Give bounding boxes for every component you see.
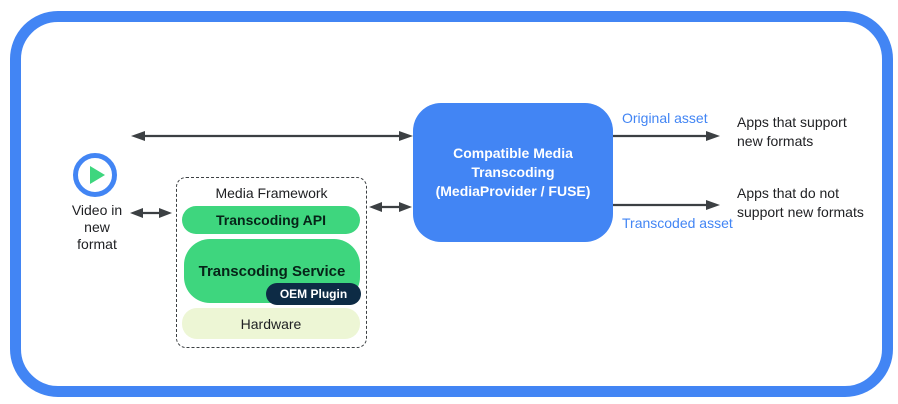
play-triangle-icon [89,166,105,184]
diagram-border-frame [10,11,893,397]
apps-no-support-label: Apps that do not support new formats [737,185,864,220]
apps-support-label: Apps that support new formats [737,114,847,149]
hardware-pill: Hardware [182,308,360,339]
video-source-label: Video in new format [71,202,123,252]
transcoding-api-pill: Transcoding API [182,206,360,234]
original-asset-label: Original asset [622,110,708,126]
media-framework-title: Media Framework [215,185,328,201]
oem-plugin-pill: OEM Plugin [266,283,361,305]
media-framework-box: Media Framework Transcoding API Transcod… [176,177,367,348]
play-icon [73,153,117,197]
transcoded-asset-label: Transcoded asset [622,215,733,231]
compatible-media-transcoding-box: Compatible Media Transcoding (MediaProvi… [413,103,613,242]
